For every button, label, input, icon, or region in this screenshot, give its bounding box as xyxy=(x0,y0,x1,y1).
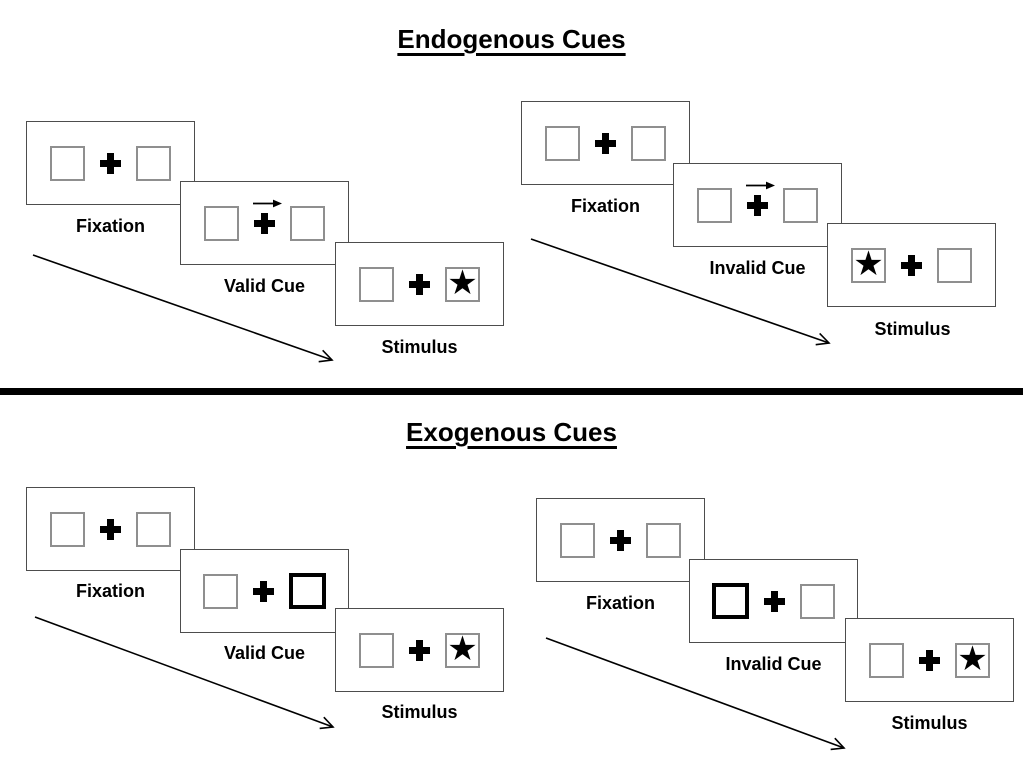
panel-label-stimulus: Stimulus xyxy=(381,702,458,722)
endo-invalid-cue-panel xyxy=(673,163,842,247)
panel-label-invalid-cue: Invalid Cue xyxy=(725,654,822,674)
right-box xyxy=(136,145,171,181)
section-divider xyxy=(0,388,1023,395)
right-box xyxy=(290,205,325,241)
fixation-cross-icon xyxy=(919,649,940,671)
right-box xyxy=(783,187,818,223)
fixation-cross-icon xyxy=(901,254,922,276)
right-box: ★ xyxy=(445,264,480,302)
exo-valid-stimulus-panel: ★ xyxy=(335,608,504,692)
panel-label-stimulus: Stimulus xyxy=(381,337,458,357)
endo-invalid-fixation-panel xyxy=(521,101,690,185)
time-arrow xyxy=(34,616,335,730)
fixation-cross-icon xyxy=(764,590,785,612)
panel-label-fixation: Fixation xyxy=(75,581,145,601)
right-box: ★ xyxy=(955,640,990,678)
right-arrow-icon xyxy=(746,181,775,189)
star-stimulus-icon: ★ xyxy=(853,245,884,283)
section-title-exogenous-text: Exogenous Cues xyxy=(406,417,617,447)
left-box xyxy=(359,632,394,668)
exo-invalid-stimulus-panel: ★ xyxy=(845,618,1014,702)
star-stimulus-icon: ★ xyxy=(957,640,988,678)
section-title-endogenous: Endogenous Cues xyxy=(0,24,1023,55)
left-box xyxy=(50,145,85,181)
right-box xyxy=(136,511,171,547)
right-box xyxy=(800,583,835,619)
endo-valid-cue-panel xyxy=(180,181,349,265)
fixation-cross-icon xyxy=(409,639,430,661)
right-box xyxy=(646,522,681,558)
panel-label-valid-cue: Valid Cue xyxy=(223,643,306,663)
star-stimulus-icon: ★ xyxy=(447,630,478,668)
fixation-cross-icon xyxy=(253,580,274,602)
left-box-highlighted xyxy=(712,583,749,619)
fixation-cross-icon xyxy=(254,212,275,234)
panel-label-fixation: Fixation xyxy=(570,196,640,216)
fixation-cross-icon xyxy=(409,273,430,295)
left-box xyxy=(359,266,394,302)
panel-label-valid-cue: Valid Cue xyxy=(223,276,306,296)
right-arrow-icon xyxy=(253,199,282,207)
left-box xyxy=(545,125,580,161)
endo-valid-fixation-panel xyxy=(26,121,195,205)
exo-valid-fixation-panel xyxy=(26,487,195,571)
left-box xyxy=(869,642,904,678)
panel-label-fixation: Fixation xyxy=(75,216,145,236)
panel-label-stimulus: Stimulus xyxy=(874,319,951,339)
star-stimulus-icon: ★ xyxy=(447,264,478,302)
left-box xyxy=(697,187,732,223)
left-box: ★ xyxy=(851,245,886,283)
fixation-cross-icon xyxy=(747,194,768,216)
right-box-highlighted xyxy=(289,573,326,609)
right-box xyxy=(631,125,666,161)
time-arrow xyxy=(545,637,846,751)
exo-invalid-cue-panel xyxy=(689,559,858,643)
exo-invalid-fixation-panel xyxy=(536,498,705,582)
section-title-endogenous-text: Endogenous Cues xyxy=(397,24,626,54)
left-box xyxy=(50,511,85,547)
time-arrow xyxy=(32,254,334,363)
panel-label-stimulus: Stimulus xyxy=(891,713,968,733)
left-box xyxy=(203,573,238,609)
fixation-cross-icon xyxy=(100,152,121,174)
panel-label-fixation: Fixation xyxy=(585,593,655,613)
fixation-cross-icon xyxy=(610,529,631,551)
time-arrow xyxy=(530,238,831,346)
endo-invalid-stimulus-panel: ★ xyxy=(827,223,996,307)
panel-label-invalid-cue: Invalid Cue xyxy=(709,258,806,278)
right-box: ★ xyxy=(445,630,480,668)
section-title-exogenous: Exogenous Cues xyxy=(0,417,1023,448)
exo-valid-cue-panel xyxy=(180,549,349,633)
fixation-cross-icon xyxy=(100,518,121,540)
left-box xyxy=(204,205,239,241)
right-box xyxy=(937,247,972,283)
fixation-cross-icon xyxy=(595,132,616,154)
left-box xyxy=(560,522,595,558)
endo-valid-stimulus-panel: ★ xyxy=(335,242,504,326)
